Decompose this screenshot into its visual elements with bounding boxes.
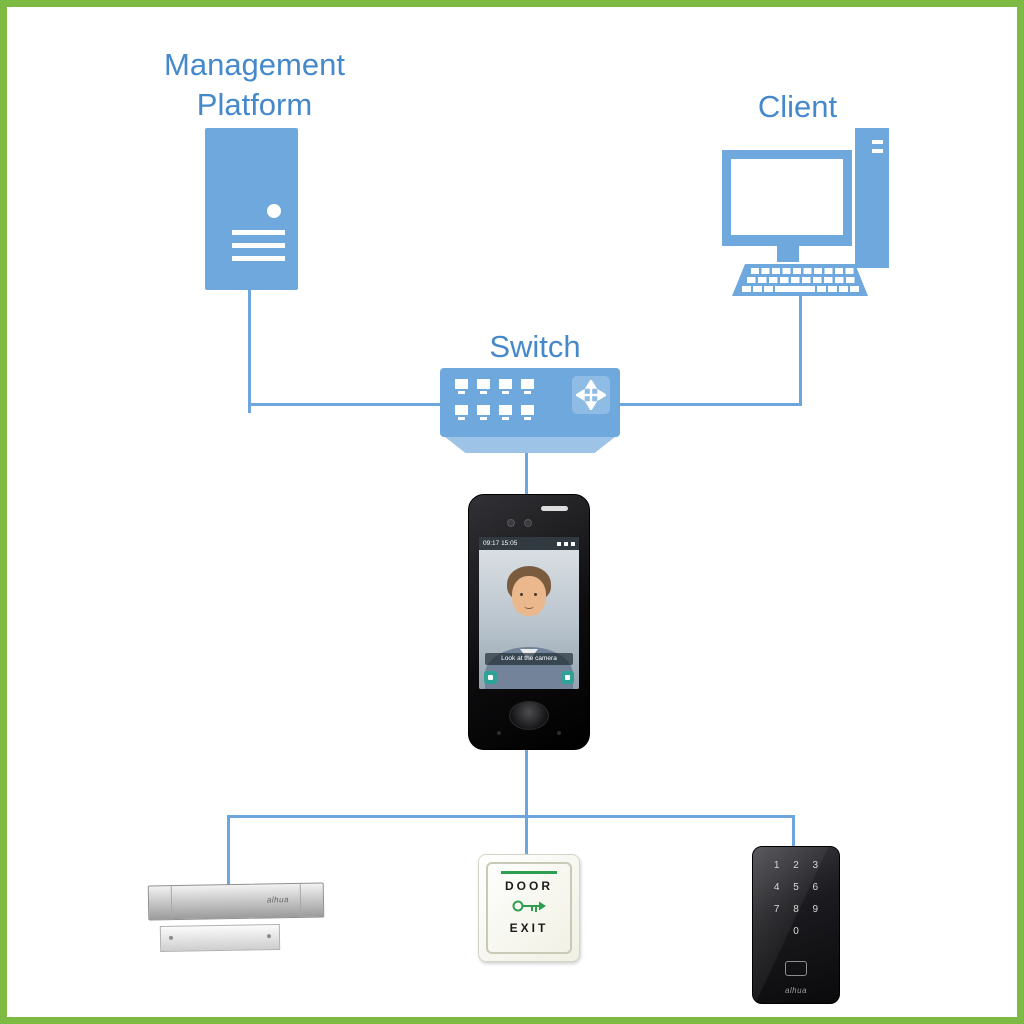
switch-base bbox=[445, 437, 615, 453]
ethernet-port-icon bbox=[455, 379, 468, 394]
person-eye bbox=[520, 593, 523, 596]
terminal-prompt-banner: Look at the camera bbox=[485, 653, 573, 665]
door-exit-button: DOOR EXIT bbox=[478, 854, 580, 962]
ir-illuminator-icon bbox=[541, 506, 568, 511]
server-vent-slot-icon bbox=[232, 230, 285, 235]
led-dot-icon bbox=[267, 204, 281, 218]
keypad-key: 1 bbox=[773, 860, 780, 871]
key-icon bbox=[512, 900, 546, 912]
magnetic-lock-armature-plate bbox=[159, 923, 281, 953]
switch-label: Switch bbox=[489, 329, 581, 364]
ethernet-port-icon bbox=[499, 379, 512, 394]
connection-line-mgmt-vertical bbox=[248, 290, 251, 413]
terminal-time: 09:17 15:05 bbox=[483, 540, 518, 547]
keypad-key: 6 bbox=[812, 882, 819, 893]
exit-green-bar bbox=[501, 871, 557, 874]
connection-line-terminal-bus bbox=[525, 748, 528, 818]
keypad-brand-logo: alhua bbox=[784, 986, 808, 995]
speaker-dot-icon bbox=[557, 731, 561, 735]
management-platform-label: Management Platform bbox=[97, 45, 412, 126]
management-platform-server-icon bbox=[205, 128, 298, 290]
face-preview-image bbox=[479, 550, 579, 689]
client-monitor-stand bbox=[777, 246, 799, 262]
server-vent-slot-icon bbox=[232, 256, 285, 261]
cross-arrows-icon bbox=[572, 376, 610, 414]
terminal-screen: 09:17 15:05 Look at the camera bbox=[479, 537, 579, 689]
connection-line-keypad-drop bbox=[792, 815, 795, 847]
terminal-password-button-icon bbox=[561, 671, 574, 684]
exit-label-door: DOOR bbox=[505, 879, 553, 893]
person-eye bbox=[534, 593, 537, 596]
keypad-key: 4 bbox=[773, 882, 780, 893]
lock-brand-logo: alhua bbox=[266, 895, 290, 905]
fingerprint-sensor-icon bbox=[509, 701, 549, 730]
keypad-key: 0 bbox=[793, 926, 799, 937]
ethernet-port-icon bbox=[521, 379, 534, 394]
ethernet-port-icon bbox=[455, 405, 468, 420]
ethernet-port-icon bbox=[499, 405, 512, 420]
connection-line-mgmt-horizontal bbox=[248, 403, 447, 406]
magnetic-lock-bar: alhua bbox=[147, 882, 325, 921]
connection-line-client-horizontal bbox=[620, 403, 802, 406]
ethernet-port-icon bbox=[477, 405, 490, 420]
keypad-key: 2 bbox=[793, 860, 799, 871]
keypad-key: 9 bbox=[812, 904, 819, 915]
access-control-terminal: 09:17 15:05 Look at the camera bbox=[468, 494, 590, 750]
management-platform-label-line2: Platform bbox=[196, 87, 313, 123]
keypad-key: 3 bbox=[812, 860, 819, 871]
person-face bbox=[512, 576, 546, 616]
ethernet-port-icon bbox=[477, 379, 490, 394]
card-swipe-icon bbox=[785, 961, 807, 976]
keypad-gloss-highlight bbox=[753, 847, 839, 1003]
terminal-status-bar: 09:17 15:05 bbox=[479, 537, 579, 550]
connection-line-exit-drop bbox=[525, 815, 528, 855]
tower-drive-slot-icon bbox=[872, 149, 883, 153]
connection-line-lock-drop bbox=[227, 815, 230, 885]
speaker-dot-icon bbox=[497, 731, 501, 735]
client-label: Client bbox=[757, 89, 838, 124]
ethernet-port-icon bbox=[521, 405, 534, 420]
client-monitor-screen bbox=[731, 159, 843, 235]
person-smile bbox=[524, 603, 534, 609]
client-tower-icon bbox=[855, 128, 889, 268]
keypad-key: 8 bbox=[793, 904, 799, 915]
server-vent-slot-icon bbox=[232, 243, 285, 248]
status-bar-icons bbox=[571, 541, 575, 546]
exit-label-exit: EXIT bbox=[509, 921, 549, 935]
keypad-keys: 1 2 3 4 5 6 7 8 9 0 bbox=[767, 860, 825, 937]
switch-icon bbox=[440, 368, 620, 437]
tower-drive-slot-icon bbox=[872, 140, 883, 144]
camera-lens-icon bbox=[524, 519, 532, 527]
keypad-key: 5 bbox=[793, 882, 799, 893]
terminal-menu-button-icon bbox=[484, 671, 497, 684]
camera-lens-icon bbox=[507, 519, 515, 527]
client-keyboard-icon bbox=[732, 264, 868, 296]
keypad-card-reader: 1 2 3 4 5 6 7 8 9 0 alhua bbox=[752, 846, 840, 1004]
connection-line-client-vertical bbox=[799, 290, 802, 406]
door-exit-button-face: DOOR EXIT bbox=[486, 862, 572, 954]
screw-icon bbox=[266, 934, 272, 939]
keypad-key: 7 bbox=[773, 904, 780, 915]
connection-line-switch-terminal bbox=[525, 452, 528, 496]
management-platform-label-line1: Management bbox=[164, 47, 345, 82]
client-monitor-icon bbox=[722, 150, 852, 246]
screw-icon bbox=[168, 935, 174, 940]
connection-line-bus bbox=[227, 815, 795, 818]
